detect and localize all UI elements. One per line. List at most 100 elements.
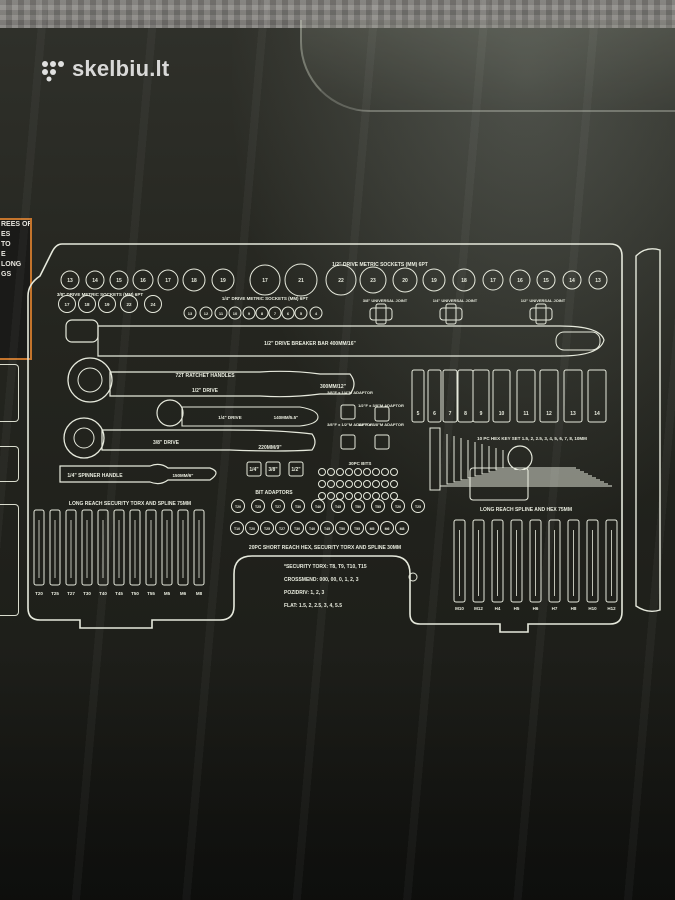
deep-socket-label: 12: [546, 411, 552, 417]
socket-three-eighths-label: 22: [126, 302, 132, 307]
hex-key: [495, 448, 580, 471]
watermark-text: skelbiu.lt: [72, 56, 170, 81]
long-bit-label: T55: [147, 591, 155, 596]
bit-slot: [336, 468, 344, 476]
short-bit-top: [251, 499, 265, 513]
socket-three-eighths-label: 17: [64, 302, 70, 307]
bit-adaptor: [246, 461, 262, 477]
long-spline-label: H4: [495, 606, 501, 611]
socket-small-label: 9: [248, 311, 251, 316]
left-outline-box: [0, 364, 19, 422]
short-bit: [380, 521, 394, 535]
short-bit-top: [291, 499, 305, 513]
socket-half: [422, 268, 446, 292]
adaptor-outline: [374, 406, 390, 422]
socket-half: [536, 270, 556, 290]
bit-slot: [372, 492, 380, 500]
socket-small: [199, 306, 213, 320]
long-bit-label: T50: [131, 591, 139, 596]
long-bit-label: T20: [35, 591, 43, 596]
socket-half-label: 13: [595, 278, 601, 284]
socket-half: [588, 270, 608, 290]
socket-three-eighths: [78, 295, 96, 313]
label-long-spline: LONG REACH SPLINE AND HEX 75MM: [480, 507, 572, 513]
socket-small-label: 7: [274, 311, 277, 316]
socket-three-eighths: [120, 295, 138, 313]
deep-socket: [492, 369, 511, 423]
socket-half-label: 23: [370, 278, 376, 284]
short-bit-top-label: T50: [355, 505, 361, 509]
long-bit: [161, 509, 173, 586]
bit-slot: [363, 480, 371, 488]
deep-socket: [587, 369, 607, 423]
long-bit: [193, 509, 205, 586]
short-bit-label: T27: [279, 527, 285, 531]
dots-logo-icon: [42, 61, 64, 82]
ratchet-quarter-head: [156, 399, 184, 427]
deep-socket-label: 9: [480, 411, 483, 417]
label-breaker-bar: 1/2" DRIVE BREAKER BAR 400MM/16": [264, 341, 356, 347]
short-bit-top-label: T30: [295, 505, 301, 509]
deep-socket-label: 14: [594, 411, 600, 417]
long-bit-label: M5: [164, 591, 171, 596]
bit-adaptor-label: 1/2": [291, 467, 301, 473]
long-spline-bit: [605, 519, 618, 603]
orange-info-label: REES OF ES TO E LONG GS: [0, 218, 32, 360]
label-ratchet-handles: 72T RATCHET HANDLES: [175, 373, 235, 379]
note-flat: FLAT: 1.5, 2, 2.5, 3, 4, 5.5: [284, 603, 342, 609]
socket-small: [268, 306, 282, 320]
hex-key-holder-body: [469, 467, 529, 501]
deep-socket-label: 6: [433, 411, 436, 417]
ratchet-half-hub: [77, 367, 103, 393]
short-bit-top: [311, 499, 325, 513]
deep-socket: [442, 369, 458, 423]
long-bit-label: T27: [67, 591, 75, 596]
short-bit-label: T10: [234, 527, 240, 531]
label-short-bits: 20PC SHORT REACH HEX, SECURITY TORX AND …: [249, 545, 401, 551]
socket-half-label: 18: [191, 278, 197, 284]
long-spline-label: H7: [552, 606, 558, 611]
socket-small-label: 6: [287, 311, 290, 316]
long-spline-label: H5: [514, 606, 520, 611]
ratchet-half-handle: [109, 370, 355, 398]
socket-half-label: 21: [298, 278, 304, 284]
left-outline-box: [0, 446, 19, 482]
label-drive-half: 1/2" DRIVE: [192, 388, 219, 394]
socket-half: [109, 270, 129, 290]
note-dot: [408, 572, 418, 582]
long-bit: [145, 509, 157, 586]
socket-small-label: 8: [261, 311, 264, 316]
socket-small: [214, 306, 228, 320]
socket-half: [284, 263, 318, 297]
short-bit: [395, 521, 409, 535]
tray-outline-right: [635, 248, 661, 613]
short-bit: [350, 521, 364, 535]
label-adaptor: 3/8"F x 1/2"M ADAPTOR: [327, 422, 373, 427]
deep-socket: [516, 369, 536, 423]
info-line: E: [1, 251, 6, 258]
socket-half: [325, 264, 357, 296]
label-long-torx: LONG REACH SECURITY TORX AND SPLINE 75MM: [69, 501, 191, 507]
note-crossmend: CROSSMEND: 000, 00, 0, 1, 2, 3: [284, 577, 359, 583]
socket-half-label: 17: [262, 278, 268, 284]
long-bit-label: T25: [51, 591, 59, 596]
label-len-140: 140MM/5.5": [274, 415, 299, 420]
bit-slot: [390, 468, 398, 476]
long-spline-bit: [548, 519, 561, 603]
socket-half: [359, 266, 387, 294]
bit-slot: [363, 492, 371, 500]
short-bit: [230, 521, 244, 535]
long-spline-label: H6: [533, 606, 539, 611]
long-bit-label: M8: [196, 591, 203, 596]
socket-small: [242, 306, 256, 320]
socket-small: [309, 306, 323, 320]
short-bit-label: T30: [294, 527, 300, 531]
socket-half: [182, 268, 206, 292]
short-bit-label: M5: [370, 527, 375, 531]
socket-half: [132, 269, 154, 291]
deep-socket-label: 7: [449, 411, 452, 417]
note-pozidriv: POZIDRIV: 1, 2, 3: [284, 590, 325, 596]
bit-slot: [345, 480, 353, 488]
bit-adaptor-label: 1/4": [249, 467, 259, 473]
